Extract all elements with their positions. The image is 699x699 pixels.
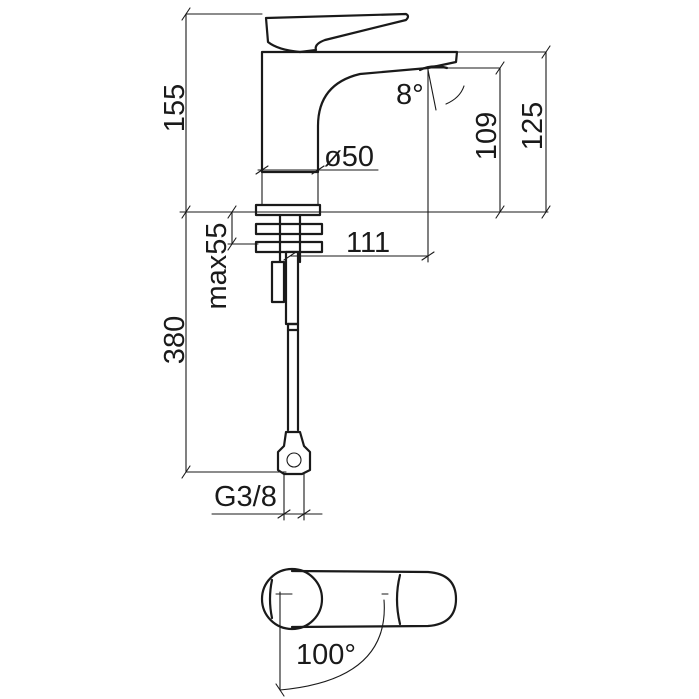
- dim-label-rotation: 100°: [296, 639, 356, 671]
- dim-label-thread: G3/8: [214, 481, 277, 513]
- spout-aerator: [418, 65, 449, 72]
- lever-handle: [264, 12, 410, 54]
- dimension-lines: [179, 7, 551, 521]
- faucet-top-view: [260, 567, 458, 697]
- faucet-side-view: [254, 12, 459, 476]
- base-flange: [254, 203, 322, 217]
- hose-connector-left: [270, 260, 286, 304]
- rotation-arc: [279, 599, 385, 691]
- body-top-circle: [260, 567, 324, 631]
- dim-label-diameter: ø50: [324, 141, 374, 173]
- mounting-washer-lower: [254, 240, 324, 254]
- dim-label-spout-angle: 8°: [396, 79, 424, 111]
- dimension-labels: 155 8° 109 125 ø50 111 max55 380 G3/8 10…: [159, 79, 549, 671]
- mounting-washer-upper: [254, 222, 324, 236]
- lever-top-outline: [290, 569, 458, 629]
- dim-label-109: 109: [471, 112, 503, 160]
- dim-label-max55: max55: [201, 222, 233, 309]
- dim-label-111: 111: [346, 227, 390, 259]
- dim-label-155: 155: [159, 84, 191, 132]
- dim-label-125: 125: [517, 102, 549, 150]
- supply-hose: [286, 322, 300, 432]
- dim-label-380: 380: [159, 316, 191, 364]
- hose-connector-right: [284, 250, 300, 326]
